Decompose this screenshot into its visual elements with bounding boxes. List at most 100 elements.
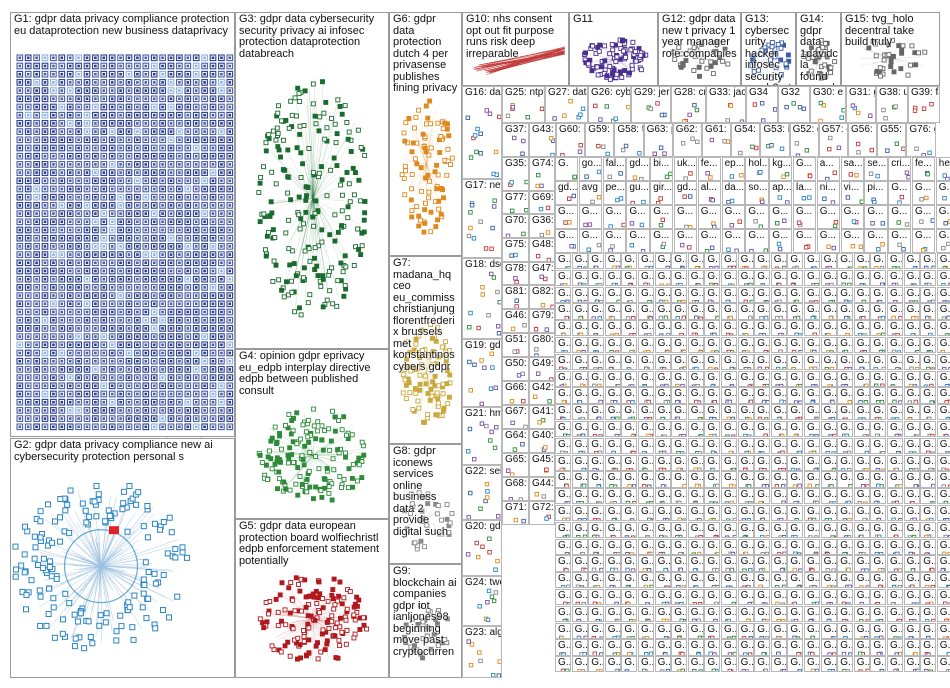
tiny-group-tile[interactable]: fe... [912, 157, 936, 181]
tiny-group-tile[interactable]: G... [804, 605, 821, 623]
tiny-group-tile[interactable]: G... [754, 269, 771, 287]
tiny-group-tile[interactable]: G... [671, 589, 688, 606]
tiny-group-tile[interactable]: G... [770, 437, 787, 455]
tiny-group-tile[interactable]: G... [903, 370, 920, 387]
tiny-group-tile[interactable]: G... [887, 370, 904, 387]
tiny-group-tile[interactable]: G... [687, 505, 704, 522]
tiny-group-tile[interactable]: G... [870, 253, 887, 270]
tiny-group-tile[interactable]: G... [737, 471, 754, 488]
tiny-group-tile[interactable]: da... [721, 181, 745, 205]
tiny-group-tile[interactable]: G... [578, 205, 603, 229]
tiny-group-tile[interactable]: G... [870, 337, 887, 354]
tiny-group-tile[interactable]: G... [837, 656, 854, 673]
tiny-group-tile[interactable]: G... [870, 555, 887, 572]
tiny-group-tile[interactable]: G... [621, 286, 638, 303]
tiny-group-tile[interactable]: G... [837, 488, 854, 505]
small-group-tile[interactable]: G78: sp... [502, 262, 529, 285]
tiny-group-tile[interactable]: G... [654, 538, 671, 555]
tiny-group-tile[interactable]: G... [671, 320, 688, 337]
tiny-group-tile[interactable]: G... [638, 320, 655, 337]
tiny-group-tile[interactable]: G... [721, 505, 738, 522]
tiny-group-tile[interactable]: G... [787, 253, 804, 270]
tiny-group-tile[interactable]: G... [604, 488, 621, 505]
tiny-group-tile[interactable]: G... [903, 605, 920, 623]
tiny-group-tile[interactable]: G... [804, 572, 821, 589]
tiny-group-tile[interactable]: G... [820, 253, 837, 270]
tiny-group-tile[interactable]: G... [837, 471, 854, 488]
tiny-group-tile[interactable]: G... [721, 269, 738, 287]
tiny-group-tile[interactable]: G... [903, 471, 920, 488]
tiny-group-tile[interactable]: G... [853, 303, 870, 320]
tiny-group-tile[interactable]: G... [737, 605, 754, 623]
tiny-group-tile[interactable]: G... [853, 454, 870, 471]
tiny-group-tile[interactable]: G... [837, 622, 854, 639]
tiny-group-tile[interactable]: G... [787, 353, 804, 371]
tiny-group-tile[interactable]: G... [721, 229, 745, 253]
tiny-group-tile[interactable]: G... [721, 639, 738, 656]
tiny-group-tile[interactable]: G... [588, 488, 605, 505]
tiny-group-tile[interactable]: G... [870, 353, 887, 371]
tiny-group-tile[interactable]: G... [671, 370, 688, 387]
tiny-group-tile[interactable]: G... [804, 471, 821, 488]
group-g4[interactable]: G4: opinion gdpr eprivacy eu_edpb interp… [235, 349, 389, 519]
tiny-group-tile[interactable]: G... [837, 286, 854, 303]
tiny-group-tile[interactable]: G... [920, 269, 937, 287]
small-group-tile[interactable]: G52: gdp... [789, 123, 819, 157]
tiny-group-tile[interactable]: G... [621, 421, 638, 438]
tiny-group-tile[interactable]: G... [754, 622, 771, 639]
tiny-group-tile[interactable]: G... [870, 454, 887, 471]
small-group-tile[interactable]: G82: no... [529, 285, 555, 309]
tiny-group-tile[interactable]: vi... [840, 181, 864, 205]
tiny-group-tile[interactable]: G... [621, 353, 638, 371]
tiny-group-tile[interactable]: G... [936, 639, 950, 656]
tiny-group-tile[interactable]: G... [770, 521, 787, 539]
tiny-group-tile[interactable]: G... [555, 555, 572, 572]
tiny-group-tile[interactable]: G... [588, 622, 605, 639]
tiny-group-tile[interactable]: G... [588, 303, 605, 320]
tiny-group-tile[interactable]: G... [588, 538, 605, 555]
tiny-group-tile[interactable]: G... [770, 572, 787, 589]
tiny-group-tile[interactable]: G... [853, 337, 870, 354]
tiny-group-tile[interactable]: G... [621, 253, 638, 270]
tiny-group-tile[interactable]: G... [936, 437, 950, 455]
tiny-group-tile[interactable]: G... [820, 370, 837, 387]
tiny-group-tile[interactable]: G... [870, 437, 887, 455]
tiny-group-tile[interactable]: G... [571, 421, 588, 438]
tiny-group-tile[interactable]: G... [687, 605, 704, 623]
tiny-group-tile[interactable]: G... [754, 605, 771, 623]
tiny-group-tile[interactable]: G... [870, 387, 887, 404]
tiny-group-tile[interactable]: G... [920, 320, 937, 337]
tiny-group-tile[interactable]: G... [621, 572, 638, 589]
tiny-group-tile[interactable]: G... [936, 572, 950, 589]
small-group-tile[interactable]: G71: gd... [502, 501, 529, 525]
tiny-group-tile[interactable]: G... [555, 505, 572, 522]
small-group-tile[interactable]: G35: ws cyb... [502, 157, 529, 191]
tiny-group-tile[interactable]: G... [837, 538, 854, 555]
tiny-group-tile[interactable]: G... [853, 421, 870, 438]
tiny-group-tile[interactable]: G... [936, 404, 950, 421]
small-group-tile[interactable]: G67: per... [502, 405, 529, 429]
tiny-group-tile[interactable]: G... [621, 639, 638, 656]
tiny-group-tile[interactable]: G... [737, 353, 754, 371]
tiny-group-tile[interactable]: G... [820, 454, 837, 471]
tiny-group-tile[interactable]: G... [588, 589, 605, 606]
tiny-group-tile[interactable]: G... [853, 471, 870, 488]
small-group-tile[interactable]: G74: tod... [529, 157, 555, 191]
tiny-group-tile[interactable]: G... [804, 639, 821, 656]
tiny-group-tile[interactable]: G... [621, 471, 638, 488]
tiny-group-tile[interactable]: G... [621, 437, 638, 455]
tiny-group-tile[interactable]: G... [687, 572, 704, 589]
tiny-group-tile[interactable]: G... [903, 454, 920, 471]
tiny-group-tile[interactable]: G... [804, 521, 821, 539]
small-group-tile[interactable]: G42: gdp... [529, 381, 555, 405]
tiny-group-tile[interactable]: G... [888, 181, 912, 205]
tiny-group-tile[interactable]: G... [721, 471, 738, 488]
tiny-group-tile[interactable]: G... [588, 404, 605, 421]
tiny-group-tile[interactable]: G... [936, 605, 950, 623]
tiny-group-tile[interactable]: G... [621, 320, 638, 337]
tiny-group-tile[interactable]: G... [654, 454, 671, 471]
tiny-group-tile[interactable]: G... [754, 488, 771, 505]
tiny-group-tile[interactable]: G... [816, 229, 841, 253]
tiny-group-tile[interactable]: se... [864, 157, 888, 181]
tiny-group-tile[interactable]: G... [787, 437, 804, 455]
